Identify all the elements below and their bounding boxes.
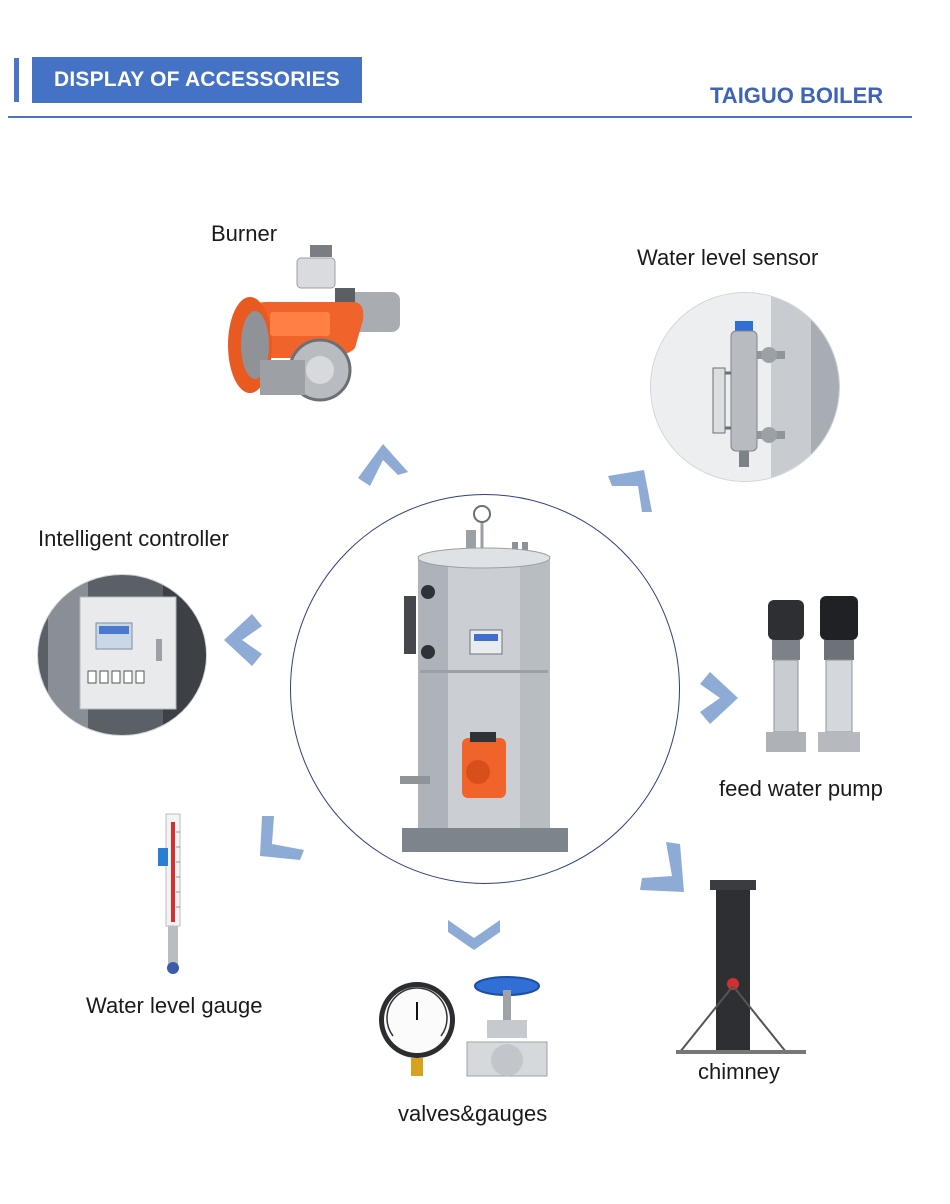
- burner-image: [228, 245, 400, 402]
- arrow-to-sensor-icon: [608, 470, 652, 512]
- brand-name: TAIGUO BOILER: [710, 83, 884, 108]
- chimney-label: chimney: [698, 1059, 780, 1084]
- burner-label: Burner: [211, 221, 278, 246]
- intelligent-controller-image: [37, 574, 207, 736]
- water-level-gauge-label: Water level gauge: [86, 993, 263, 1018]
- arrow-to-chimney-icon: [640, 842, 684, 892]
- water-level-sensor-image: [650, 292, 840, 482]
- header-accent-bar: [14, 58, 19, 102]
- arrow-to-valves-icon: [448, 920, 500, 950]
- boiler-image: [400, 505, 568, 852]
- arrow-to-gauge-icon: [260, 816, 304, 860]
- feed-water-pump-label: feed water pump: [719, 776, 883, 801]
- water-level-sensor-label: Water level sensor: [637, 245, 819, 270]
- arrow-to-burner-icon: [358, 444, 408, 486]
- arrow-to-pump-icon: [700, 672, 738, 724]
- water-level-gauge-image: [158, 813, 181, 974]
- header-divider: [8, 116, 912, 118]
- page-title: DISPLAY OF ACCESSORIES: [32, 57, 362, 103]
- chimney-image: [676, 880, 806, 1054]
- feed-water-pump-image: [766, 596, 860, 752]
- intelligent-controller-label: Intelligent controller: [38, 526, 229, 551]
- valves-gauges-image: [379, 976, 548, 1077]
- valves-gauges-label: valves&gauges: [398, 1101, 548, 1126]
- arrow-to-controller-icon: [224, 614, 262, 666]
